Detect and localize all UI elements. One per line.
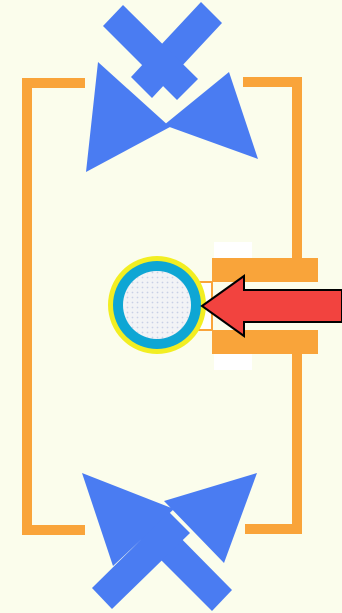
launcher-back-top xyxy=(214,242,252,258)
double-arrow-icon-bottom[interactable] xyxy=(82,473,257,611)
launcher-top-bar xyxy=(212,258,318,282)
launcher-bottom-bar xyxy=(212,330,318,354)
launcher-back-bottom xyxy=(214,354,252,370)
double-arrow-icon-top[interactable] xyxy=(86,2,258,172)
ball-core-dots xyxy=(123,271,191,339)
pointer-arrow-icon[interactable] xyxy=(202,276,342,336)
bottom-right-frame-rail xyxy=(245,352,297,529)
ball-icon[interactable] xyxy=(108,256,206,354)
left-frame-rail xyxy=(27,83,85,530)
top-right-frame-rail xyxy=(243,82,297,259)
pointer-arrow-shape xyxy=(202,276,342,336)
